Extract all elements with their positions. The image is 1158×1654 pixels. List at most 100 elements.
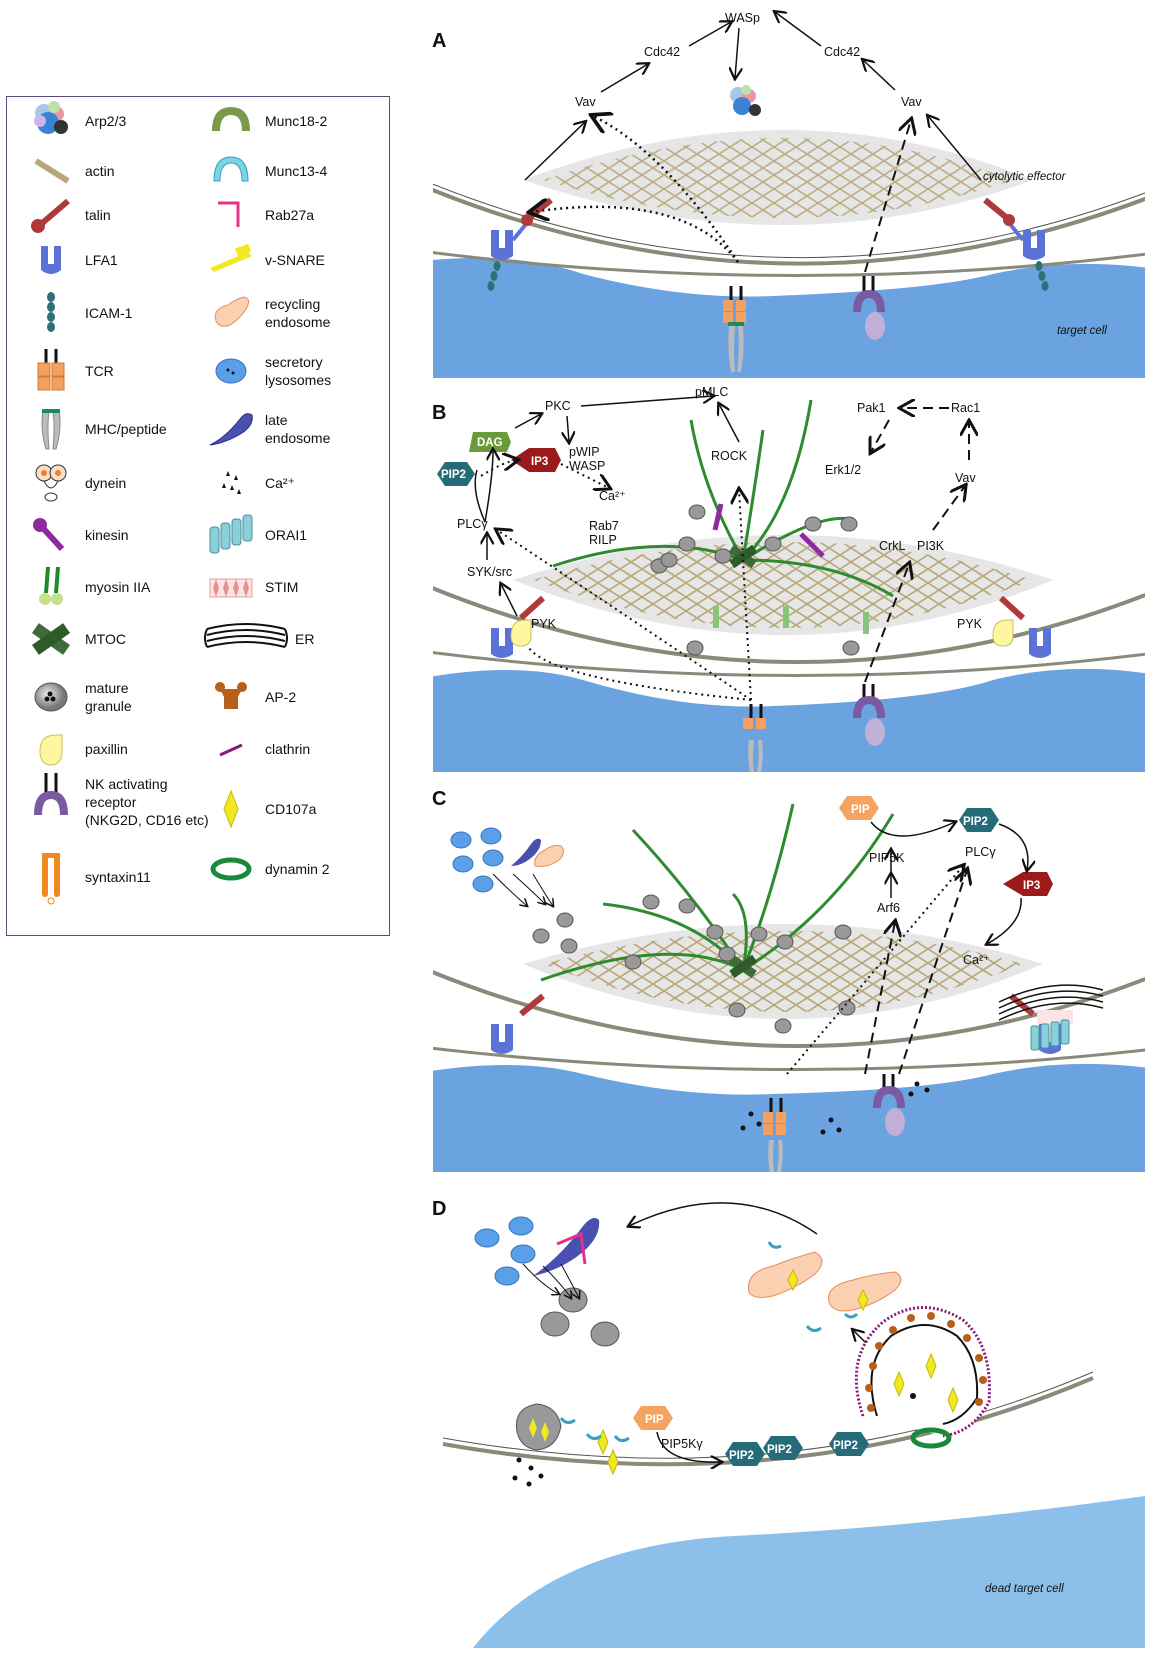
legend-item-munc13: Munc13-4 <box>203 149 327 193</box>
legend-label: talin <box>85 207 111 223</box>
pkc-label: PKC <box>545 399 571 413</box>
ip3-c-label: IP3 <box>1023 880 1040 892</box>
rock-label: ROCK <box>711 449 748 463</box>
erk-label: Erk1/2 <box>825 463 861 477</box>
legend-label: Arp2/3 <box>85 113 127 129</box>
legend-label: secretory lysosomes <box>265 354 332 388</box>
fused-granule-d <box>515 1403 562 1451</box>
vav-left-label: Vav <box>575 95 596 109</box>
legend-label: AP-2 <box>265 689 297 705</box>
late-endosome-d <box>533 1218 600 1276</box>
plcg-c-label: PLCγ <box>965 845 996 859</box>
granules-b <box>650 504 860 656</box>
munc13-d <box>767 1241 859 1333</box>
er-c <box>998 984 1104 1021</box>
pak1-label: Pak1 <box>857 401 886 415</box>
cell-membrane <box>433 187 1145 266</box>
legend-item-myosin: myosin IIA <box>23 565 150 609</box>
wasp-label: WASp <box>725 11 760 25</box>
legend-item-paxillin: paxillin <box>23 727 128 771</box>
tcr-complex <box>723 286 746 323</box>
legend-item-recycling-endosome: recycling endosome <box>203 291 330 335</box>
target-membrane <box>433 251 1145 277</box>
ap2-icon <box>203 675 259 719</box>
legend-label: MHC/peptide <box>85 421 167 437</box>
legend-label: Ca²⁺ <box>265 475 295 491</box>
legend-box: Arp2/3 actin talin LFA1 ICAM-1 TCR MHC/p… <box>6 96 390 936</box>
legend-item-clathrin: clathrin <box>203 727 310 771</box>
late-endosome-icon <box>203 407 259 451</box>
legend-item-rab27a: Rab27a <box>203 193 314 237</box>
recycling-endosome-c <box>534 845 565 867</box>
exocytosed-contents-d <box>512 1457 544 1487</box>
legend-label: myosin IIA <box>85 579 151 595</box>
dynamin-icon <box>203 847 259 891</box>
pip5kg-label: PIP5Kγ <box>661 1437 703 1451</box>
legend-label: kinesin <box>85 527 129 543</box>
cd107a-d <box>597 1268 959 1476</box>
lfa1-c-left <box>491 993 545 1054</box>
legend-label: paxillin <box>85 741 128 757</box>
tcr-icon <box>23 349 79 393</box>
legend-item-late-endosome: late endosome <box>203 407 330 451</box>
mhc <box>728 322 744 372</box>
pip-d-label: PIP <box>645 1414 664 1426</box>
legend-label: dynein <box>85 475 127 491</box>
legend-item-ap2: AP-2 <box>203 675 296 719</box>
legend-label: recycling endosome <box>265 296 331 330</box>
effector-label: cytolytic effector <box>983 171 1067 183</box>
legend-item-calcium: Ca²⁺ <box>203 461 295 505</box>
pip2-tag: PIP2 <box>437 462 475 486</box>
pmlc-label: pMLC <box>695 385 728 399</box>
legend-item-cd107a: CD107a <box>203 787 316 831</box>
dynamin-d <box>910 1427 952 1449</box>
legend-item-mhc: MHC/peptide <box>23 407 167 451</box>
nk-receptor-b <box>853 684 885 746</box>
legend-label: Rab27a <box>265 207 315 223</box>
legend-label: dynamin 2 <box>265 861 330 877</box>
icam-right <box>1035 261 1049 291</box>
nk-receptor-icon <box>23 771 79 833</box>
microtubules-c <box>540 803 895 982</box>
talin-icon <box>23 193 79 237</box>
pip2-d3-label: PIP2 <box>833 1440 858 1452</box>
legend-label: v-SNARE <box>265 252 325 268</box>
er-icon <box>203 617 289 661</box>
clathrin-pit <box>854 1306 991 1438</box>
legend-item-vsnare: v-SNARE <box>203 238 325 282</box>
legend-label: Munc13-4 <box>265 163 328 179</box>
arp23-cluster <box>730 85 761 116</box>
orai1-icon <box>203 513 259 557</box>
legend-item-orai1: ORAI1 <box>203 513 307 557</box>
pip2-label: PIP2 <box>441 469 466 481</box>
mtoc-c <box>728 954 758 979</box>
plcg-b-label: PLCγ <box>457 517 488 531</box>
panel-c-label: C <box>432 788 447 810</box>
pyk-left-label: PYK <box>531 617 557 631</box>
pip-tag-c: PIP <box>839 796 879 820</box>
icam1-icon <box>23 291 79 335</box>
myosin-b <box>713 606 869 634</box>
recycling-endosomes-d <box>748 1251 902 1312</box>
legend-item-granule: mature granule <box>23 675 132 719</box>
crkl-label: CrkL <box>879 539 905 553</box>
rab27a-icon <box>203 193 259 237</box>
legend-item-stim: STIM <box>203 565 298 609</box>
mhc-peptide-icon <box>23 407 79 451</box>
cdc42-left-label: Cdc42 <box>644 45 680 59</box>
panel-b-label: B <box>432 402 447 424</box>
secretory-lysosome-icon <box>203 349 259 393</box>
legend-item-dynamin: dynamin 2 <box>203 847 330 891</box>
lfa1-b-left <box>491 595 546 658</box>
pip2-tag-d3: PIP2 <box>829 1432 869 1456</box>
pip-tag-d: PIP <box>633 1406 673 1430</box>
legend-label: MTOC <box>85 631 126 647</box>
panel-c: PIP PIP2 IP3 PLCγ PIP5K Arf6 Ca²⁺ <box>433 774 1145 1172</box>
pip2-d2-label: PIP2 <box>767 1444 792 1456</box>
actin-icon <box>23 149 79 193</box>
legend-item-mtoc: MTOC <box>23 617 126 661</box>
dag-label: DAG <box>477 437 503 449</box>
legend-label: clathrin <box>265 741 311 757</box>
legend-label: ICAM-1 <box>85 305 133 321</box>
legend-label: mature granule <box>85 680 132 714</box>
